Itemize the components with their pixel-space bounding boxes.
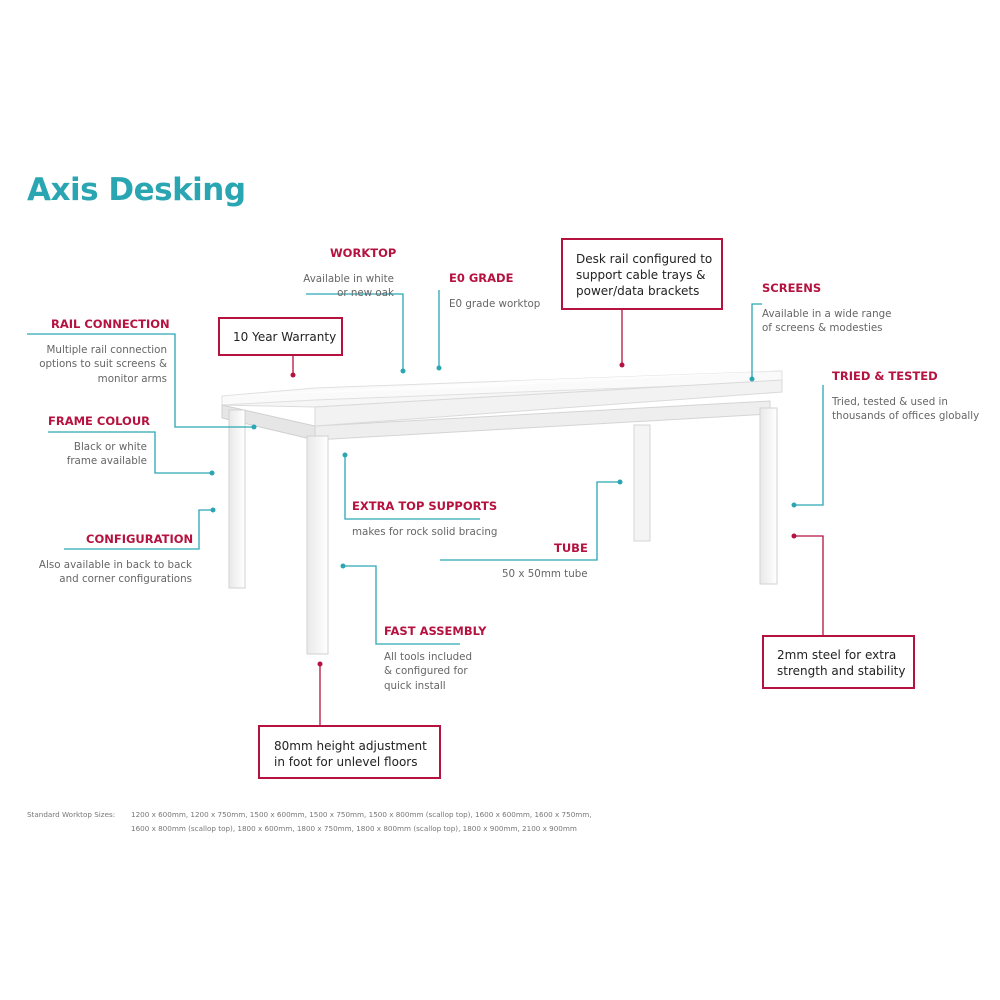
screens-desc-line: Available in a wide range	[762, 308, 892, 320]
desk-rail-callout: Desk rail configured to support cable tr…	[561, 238, 723, 310]
height-adjust-line: in foot for unlevel floors	[274, 755, 418, 769]
height-adjust-line: 80mm height adjustment	[274, 739, 427, 753]
tried-tested-description: Tried, tested & used in thousands of off…	[832, 395, 979, 424]
desk-leg-back-right	[633, 424, 651, 542]
height-adjust-callout: 80mm height adjustment in foot for unlev…	[258, 725, 441, 779]
warranty-text: 10 Year Warranty	[233, 330, 337, 344]
teal-leader-lines	[27, 290, 824, 645]
desk-leg-front-right	[759, 407, 778, 585]
desk-leg-back-left	[228, 409, 246, 589]
frame-colour-desc-line: Black or white	[73, 441, 147, 453]
tube-heading: TUBE	[554, 541, 588, 555]
tube-description: 50 x 50mm tube	[502, 568, 588, 580]
desk-rail-line: power/data brackets	[576, 284, 700, 298]
screens-desc-line: of screens & modesties	[762, 322, 883, 335]
worktop-sizes-line: 1200 x 600mm, 1200 x 750mm, 1500 x 600mm…	[131, 810, 592, 819]
warranty-callout: 10 Year Warranty	[218, 317, 343, 356]
worktop-sizes-line: 1600 x 800mm (scallop top), 1800 x 600mm…	[131, 824, 577, 833]
frame-colour-desc-line: frame available	[66, 455, 147, 468]
fast-assembly-heading: FAST ASSEMBLY	[384, 624, 487, 638]
steel-line: 2mm steel for extra	[777, 648, 897, 662]
desk-rail-line: Desk rail configured to	[576, 252, 713, 266]
configuration-description: Also available in back to back and corne…	[20, 558, 192, 587]
worktop-heading: WORKTOP	[330, 246, 397, 260]
tried-tested-desc-line: thousands of offices globally	[832, 410, 980, 423]
screens-description: Available in a wide range of screens & m…	[762, 307, 892, 336]
fast-assembly-desc-line: All tools included	[384, 651, 473, 663]
worktop-desc-line: or new oak	[337, 287, 394, 300]
configuration-desc-line: Also available in back to back	[38, 559, 192, 571]
extra-top-supports-description: makes for rock solid bracing	[352, 526, 498, 538]
worktop-description: Available in white or new oak	[276, 272, 394, 301]
tried-tested-heading: TRIED & TESTED	[832, 369, 938, 383]
screens-heading: SCREENS	[762, 281, 822, 295]
rail-connection-description: Multiple rail connection options to suit…	[20, 343, 167, 386]
page-title: Axis Desking	[27, 172, 246, 208]
desk-rail-line: support cable trays &	[576, 268, 706, 282]
fast-assembly-description: All tools included & configured for quic…	[384, 650, 472, 693]
fast-assembly-desc-line: & configured for	[384, 665, 468, 678]
rail-connection-desc-line: options to suit screens &	[39, 358, 167, 371]
frame-colour-heading: FRAME COLOUR	[48, 414, 151, 428]
configuration-desc-line: and corner configurations	[59, 573, 192, 586]
frame-colour-description: Black or white frame available	[40, 440, 147, 469]
rail-connection-heading: RAIL CONNECTION	[51, 317, 170, 331]
steel-line: strength and stability	[777, 664, 906, 678]
e0-grade-heading: E0 GRADE	[449, 271, 514, 285]
desk-leg-front-left	[306, 435, 329, 655]
tried-tested-desc-line: Tried, tested & used in	[832, 396, 948, 408]
worktop-desc-line: Available in white	[303, 273, 394, 285]
steel-callout: 2mm steel for extra strength and stabili…	[762, 635, 915, 689]
rail-connection-desc-line: Multiple rail connection	[46, 344, 167, 356]
e0-grade-description: E0 grade worktop	[449, 298, 541, 310]
extra-top-supports-heading: EXTRA TOP SUPPORTS	[352, 499, 498, 513]
worktop-sizes-label: Standard Worktop Sizes:	[27, 810, 116, 819]
rail-connection-desc-line: monitor arms	[97, 372, 167, 385]
fast-assembly-desc-line: quick install	[384, 679, 446, 692]
configuration-heading: CONFIGURATION	[86, 532, 194, 546]
red-leader-lines	[292, 310, 824, 725]
